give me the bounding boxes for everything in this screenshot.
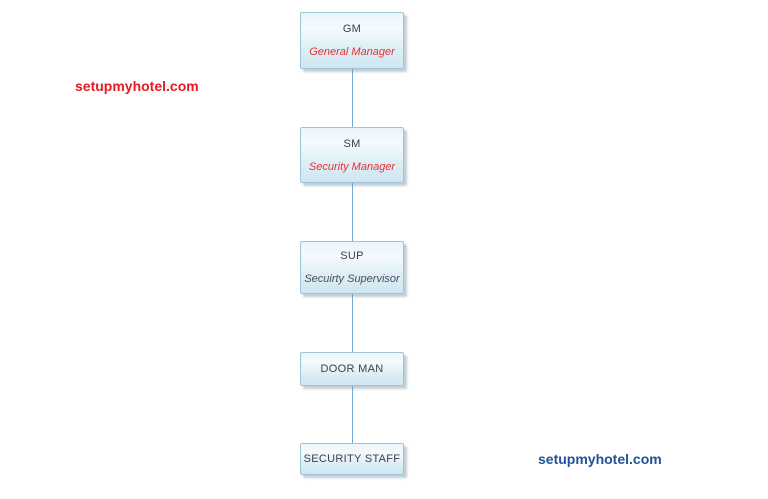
org-node-code: SUP: [340, 250, 364, 262]
org-node-doorman: DOOR MAN: [300, 352, 404, 386]
connector-line-doorman-staff: [352, 386, 353, 443]
org-node-gm: GM General Manager: [300, 12, 404, 69]
org-node-code: SECURITY STAFF: [303, 453, 401, 465]
org-node-code: DOOR MAN: [320, 363, 384, 375]
watermark-bottom-right: setupmyhotel.com: [538, 451, 662, 467]
connector-line-gm-sm: [352, 69, 353, 127]
connector-line-sm-sup: [352, 183, 353, 241]
org-node-code: SM: [343, 137, 361, 150]
org-node-title: General Manager: [309, 46, 395, 58]
org-node-title: Secuirty Supervisor: [304, 273, 400, 285]
connector-line-sup-doorman: [352, 294, 353, 352]
org-node-title: Security Manager: [308, 160, 396, 173]
org-node-sm: SM Security Manager: [300, 127, 404, 183]
org-node-sup: SUP Secuirty Supervisor: [300, 241, 404, 294]
watermark-top-left: setupmyhotel.com: [75, 78, 199, 94]
org-node-code: GM: [342, 23, 362, 35]
org-node-security-staff: SECURITY STAFF: [300, 443, 404, 475]
